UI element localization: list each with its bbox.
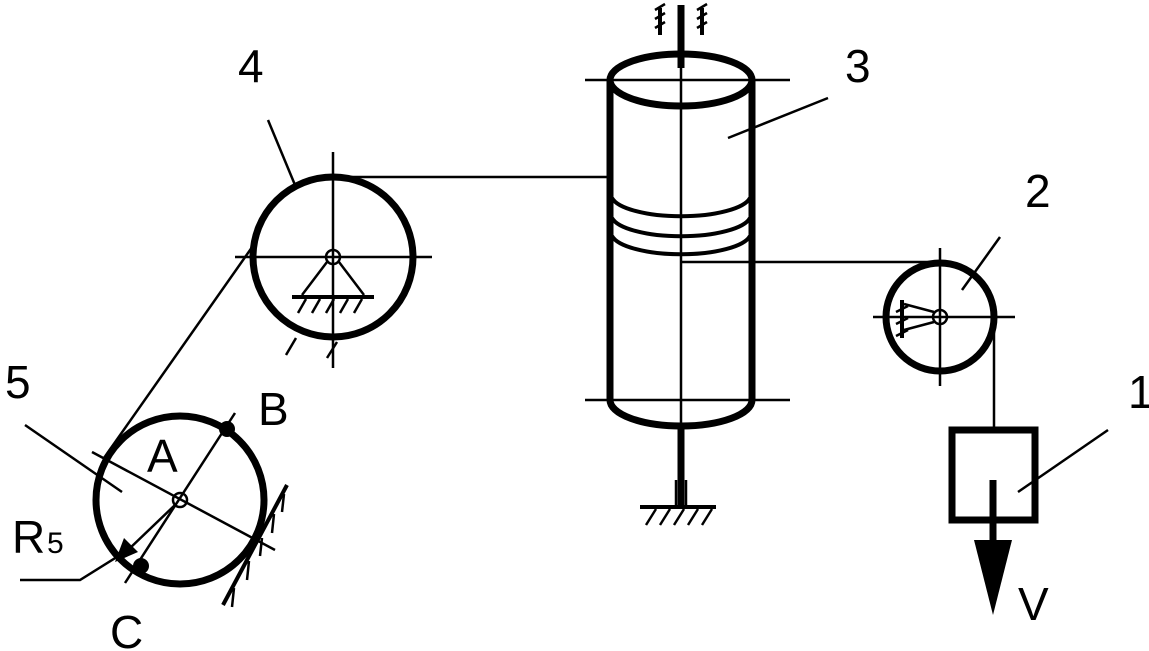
drum-top-hatch (654, 2, 708, 35)
label-pulley-2: 2 (1025, 165, 1051, 217)
pulley-4-dash (284, 337, 298, 356)
label-radius-subscript: 5 (47, 527, 64, 560)
wheel-5 (20, 412, 289, 608)
pulley-4-hub (324, 248, 342, 266)
point-b-dot (219, 421, 235, 437)
leader-1 (1017, 428, 1109, 494)
radius-leader (20, 548, 129, 582)
wheel-5-center (171, 491, 189, 509)
wheel-5-axis-bc (123, 412, 237, 584)
leader-2 (960, 236, 1002, 291)
drum-ground-hatch (644, 508, 714, 526)
wheel-5-surface (221, 484, 289, 606)
label-block-1: 1 (1128, 366, 1149, 418)
rope-5-to-4 (102, 242, 257, 459)
label-radius: R (12, 511, 45, 563)
pulley-2-support (903, 302, 935, 332)
pulley-4-support (301, 261, 365, 296)
pulley-4-hatch (296, 298, 364, 314)
label-pulley-4: 4 (238, 40, 264, 92)
velocity-arrow-head (974, 540, 1012, 615)
wheel-5-surface-hatch (230, 493, 286, 608)
radius-arrow-shaft (127, 504, 176, 551)
point-c-dot (133, 558, 149, 574)
label-drum-3: 3 (845, 40, 871, 92)
label-point-a: A (147, 430, 178, 482)
wheel-5-axis-ac (91, 450, 276, 552)
drum-3 (585, 2, 790, 526)
leader-3 (727, 96, 829, 140)
label-wheel-5: 5 (5, 356, 31, 408)
label-point-b: B (258, 383, 289, 435)
label-velocity: V (1018, 578, 1049, 630)
leader-5 (24, 423, 123, 494)
leader-4 (266, 119, 297, 186)
pulley-4 (235, 152, 432, 368)
wheel-5-rim (92, 412, 268, 588)
label-point-c: C (110, 606, 143, 651)
pulley-2-hub (931, 308, 949, 326)
